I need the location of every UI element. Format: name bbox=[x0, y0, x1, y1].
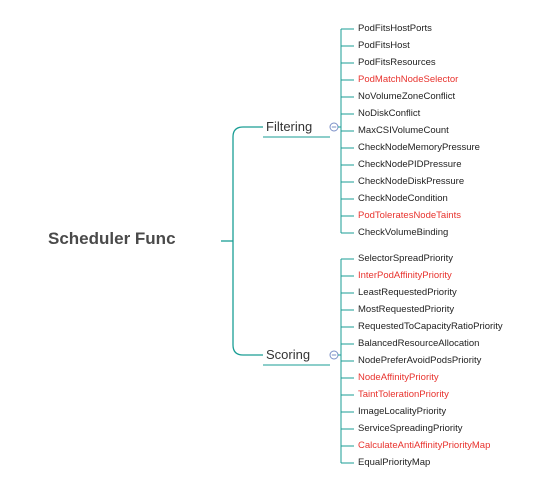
root-node-title: Scheduler Func bbox=[48, 229, 176, 248]
leaf-item: PodFitsHost bbox=[358, 40, 410, 51]
leaf-item: PodMatchNodeSelector bbox=[358, 74, 459, 85]
leaf-item: NodePreferAvoidPodsPriority bbox=[358, 355, 482, 366]
leaf-item: LeastRequestedPriority bbox=[358, 287, 457, 298]
leaf-item: EqualPriorityMap bbox=[358, 457, 431, 468]
leaf-item: NoDiskConflict bbox=[358, 108, 421, 119]
branch-spine bbox=[232, 126, 263, 356]
leaf-item: RequestedToCapacityRatioPriority bbox=[358, 321, 503, 332]
leaf-item: PodFitsResources bbox=[358, 57, 436, 68]
leaf-item: BalancedResourceAllocation bbox=[358, 338, 480, 349]
leaf-item: CheckNodeCondition bbox=[358, 193, 448, 204]
leaf-item: PodToleratesNodeTaints bbox=[358, 210, 461, 221]
leaf-item: PodFitsHostPorts bbox=[358, 23, 432, 34]
leaf-item: ServiceSpreadingPriority bbox=[358, 423, 463, 434]
leaf-item: NoVolumeZoneConflict bbox=[358, 91, 456, 102]
leaf-item: NodeAffinityPriority bbox=[358, 372, 439, 383]
leaf-item: CalculateAntiAffinityPriorityMap bbox=[358, 440, 491, 451]
leaf-item: InterPodAffinityPriority bbox=[358, 270, 452, 281]
leaf-item: SelectorSpreadPriority bbox=[358, 253, 454, 264]
leaf-item: TaintTolerationPriority bbox=[358, 389, 449, 400]
branch-label-scoring: Scoring bbox=[266, 347, 311, 362]
leaf-item: CheckNodeDiskPressure bbox=[358, 176, 465, 187]
leaf-item: CheckVolumeBinding bbox=[358, 227, 449, 238]
leaf-item: MaxCSIVolumeCount bbox=[358, 125, 449, 136]
leaf-item: CheckNodeMemoryPressure bbox=[358, 142, 480, 153]
leaf-item: MostRequestedPriority bbox=[358, 304, 455, 315]
leaf-item: CheckNodePIDPressure bbox=[358, 159, 462, 170]
branch-label-filtering: Filtering bbox=[266, 119, 313, 134]
leaf-item: ImageLocalityPriority bbox=[358, 406, 447, 417]
